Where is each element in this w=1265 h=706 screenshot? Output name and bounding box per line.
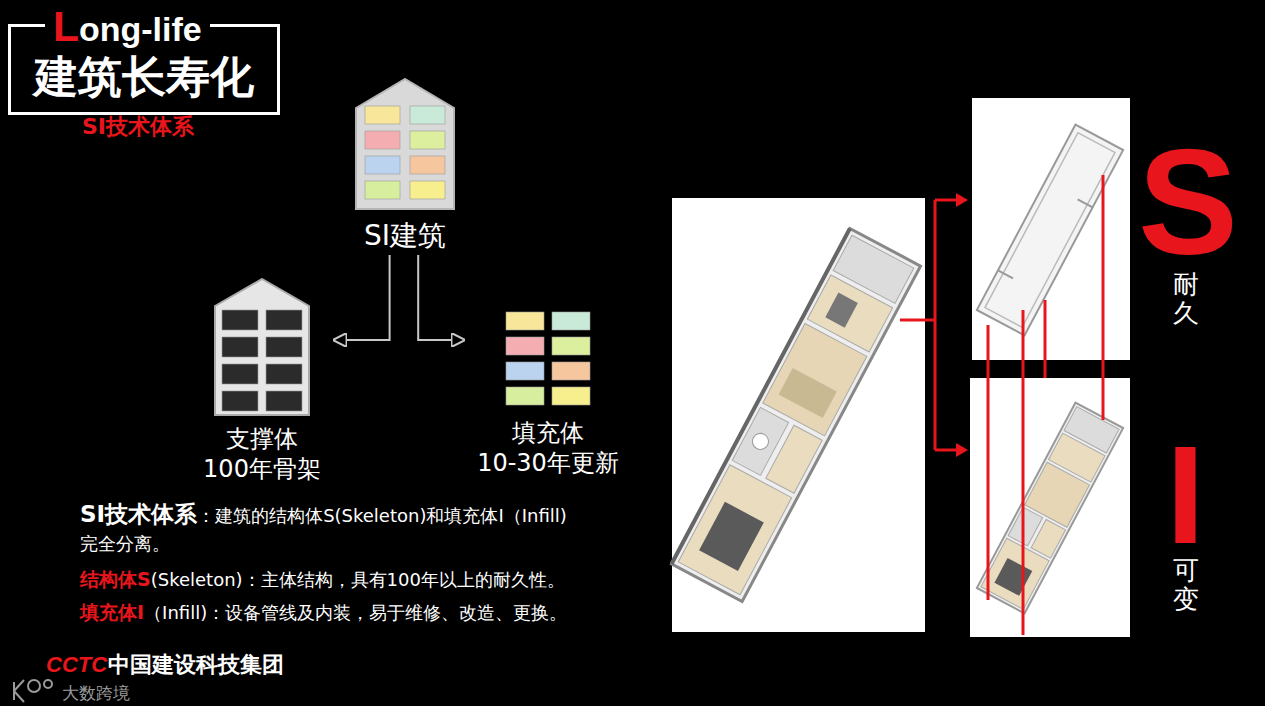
description-line: SI技术体系：建筑的结构体S(Skeleton)和填充体I（Infill) 完全… [80,498,660,557]
node-label: 填充体 [512,418,584,448]
connector [418,255,464,340]
connector-line [418,255,464,340]
description-line: 结构体S(Skeleton)：主体结构，具有100年以上的耐久性。 [80,566,565,593]
connector [334,255,390,340]
node-label: SI建筑 [364,218,446,253]
description-line: 填充体I（Infill)：设备管线及内装，易于维修、改造、更换。 [80,599,567,626]
title-en: Long-life [45,3,210,52]
node-label: 支撑体 [226,424,298,454]
infill-node: 填充体10-30年更新 [466,310,630,478]
definition-text: （Infill)：设备管线及内装，易于维修、改造、更换。 [144,602,567,623]
company-name: 中国建设科技集团 [108,652,284,678]
logo-text: CCTC [46,652,107,678]
term-heading: SI技术体系 [80,501,197,527]
title-cn: 建筑长寿化 [34,51,254,104]
alignment-lines [988,175,1103,635]
definition-text: (Skeleton)：主体结构，具有100年以上的耐久性。 [151,569,565,590]
subtitle: SI技术体系 [82,114,194,140]
big-letter: S [1138,127,1238,277]
skeleton-building-icon [214,278,310,416]
skeleton-panel [972,98,1130,360]
skeleton-node: 支撑体100年骨架 [192,278,332,484]
infill-panel [970,378,1130,637]
watermark: 大数跨境 [62,683,130,703]
title-box: Long-life建筑长寿化 [8,24,280,115]
si-building-node: SI建筑 [350,78,460,253]
colored-building-icon [355,78,455,210]
node-sublabel: 100年骨架 [203,454,321,484]
split-bracket [900,193,968,457]
vertical-caption: 可变 [1173,556,1199,613]
watermark-logo [14,680,52,702]
vertical-caption: 耐久 [1173,270,1199,327]
big-letter: I [1166,425,1205,565]
full-plan-panel [671,198,925,632]
node-sublabel: 10-30年更新 [477,448,619,478]
infill-blocks-icon [498,310,598,410]
term-heading: 结构体S [80,568,151,590]
term-heading: 填充体I [80,601,144,623]
connector-line [334,255,390,340]
